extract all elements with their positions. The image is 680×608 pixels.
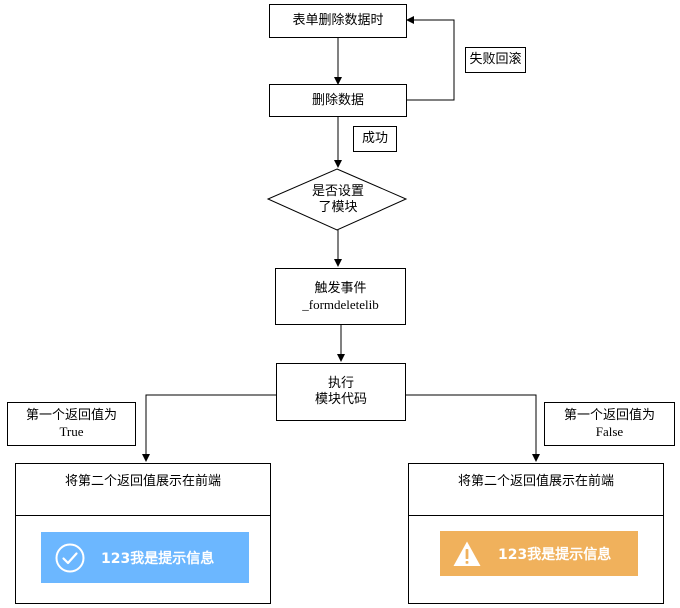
arrow-failure-loop <box>406 16 455 101</box>
node-delete: 删除数据 <box>269 84 407 117</box>
node-decision-line1: 是否设置 <box>311 184 364 199</box>
check-circle-icon <box>55 543 85 572</box>
label-false: 第一个返回值为 False <box>544 402 675 446</box>
decision-diamond <box>266 168 408 231</box>
label-true: 第一个返回值为 True <box>7 402 136 446</box>
node-delete-label: 删除数据 <box>311 92 364 108</box>
node-decision-line2: 了模块 <box>318 200 358 215</box>
node-trigger-line1: 触发事件 <box>314 280 367 296</box>
node-trigger-event: 触发事件 _formdeletelib <box>275 268 406 325</box>
node-trigger-line2: _formdeletelib <box>302 296 379 312</box>
label-false-line2: False <box>595 424 624 439</box>
success-toast-text: 123我是提示信息 <box>101 550 215 567</box>
arrow-execute-to-left-panel <box>142 394 276 462</box>
node-start: 表单删除数据时 <box>269 4 407 38</box>
warning-toast: 123我是提示信息 <box>440 531 638 576</box>
label-true-line2: True <box>59 424 84 439</box>
left-result-panel: 将第二个返回值展示在前端 123我是提示信息 <box>15 463 271 604</box>
node-execute-line2: 模块代码 <box>314 392 367 407</box>
node-execute-module: 执行 模块代码 <box>276 363 406 421</box>
right-result-panel: 将第二个返回值展示在前端 123我是提示信息 <box>408 463 664 604</box>
label-success-text: 成功 <box>361 131 388 146</box>
node-execute-line1: 执行 <box>327 376 354 391</box>
warning-toast-text: 123我是提示信息 <box>498 546 612 563</box>
label-false-line1: 第一个返回值为 <box>563 408 655 423</box>
label-failure-rollback-text: 失败回滚 <box>469 52 522 67</box>
label-true-line1: 第一个返回值为 <box>25 408 117 423</box>
left-panel-title: 将第二个返回值展示在前端 <box>16 464 270 516</box>
label-failure-rollback: 失败回滚 <box>465 47 526 73</box>
arrow-execute-to-right-panel <box>405 394 540 462</box>
node-decision: 是否设置 了模块 <box>288 184 388 216</box>
label-success: 成功 <box>353 126 397 152</box>
success-toast: 123我是提示信息 <box>41 532 249 583</box>
node-start-label: 表单删除数据时 <box>292 13 384 28</box>
warning-triangle-icon <box>453 541 481 566</box>
right-panel-title: 将第二个返回值展示在前端 <box>409 464 663 516</box>
left-panel-title-text: 将第二个返回值展示在前端 <box>64 474 221 489</box>
right-panel-title-text: 将第二个返回值展示在前端 <box>457 474 614 489</box>
